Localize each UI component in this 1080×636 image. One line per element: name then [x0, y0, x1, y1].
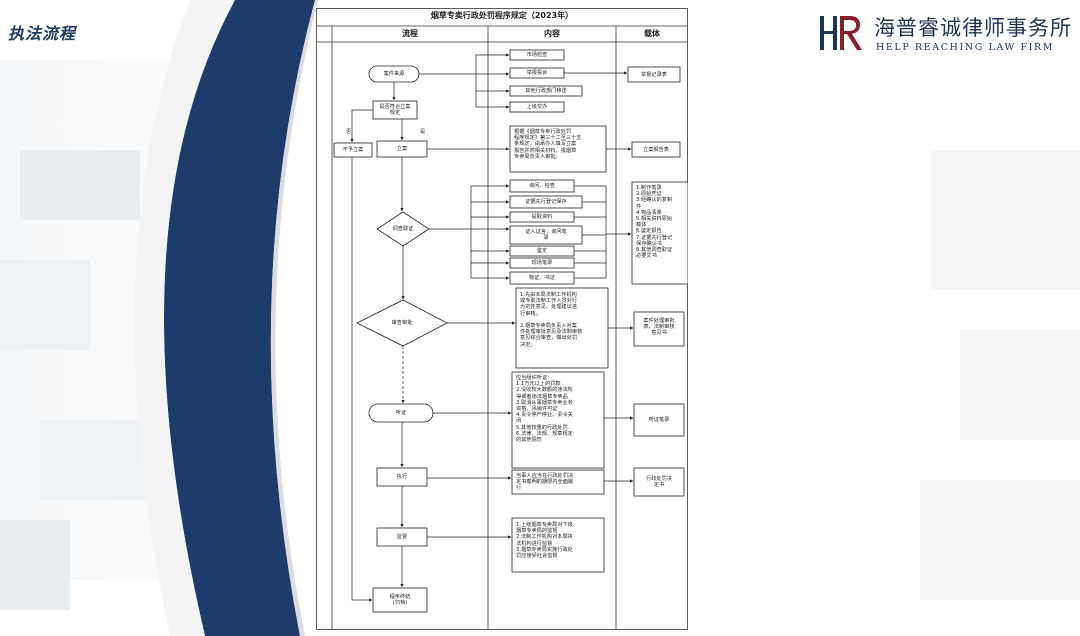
carrier-review-form: 案件处理审批 表、法制审核 意见书 [643, 318, 675, 337]
firm-name-english: HELP REACHING LAW FIRM [876, 42, 1055, 53]
blue-arc-inner [134, 0, 235, 636]
investigation-item: 证据先行登记保存 [525, 199, 567, 205]
hr-monogram-icon [820, 16, 862, 50]
carrier-penalty-decision: 行政处罚决 定书 [646, 476, 672, 489]
source-item: 市场检查 [526, 52, 548, 58]
review-text: 1.先由本局法制工作机构 或专职法制工作人员对行 为定性意见、处理建议进 行审核… [520, 292, 583, 348]
investigation-item: 询问、检查 [529, 183, 555, 189]
no-label: 否 [346, 129, 352, 135]
investigation-item: 现场笔录 [531, 260, 553, 266]
investigation-item: 鉴定 [536, 248, 548, 254]
column-header-carrier: 载体 [644, 29, 660, 38]
investigate-label: 调查取证 [392, 226, 414, 232]
frame [316, 8, 688, 630]
section-title: 执法流程 [8, 24, 77, 43]
end-node [372, 587, 428, 613]
carrier-hearing-record: 听证笔录 [648, 417, 670, 423]
supervise-label: 监督 [396, 534, 408, 540]
filing-text: 根据《烟草专卖行政处罚 程序规定》第三十二至三十五 条规定，由承办人填写立案 报… [514, 129, 582, 160]
source-item: 其他行政部门移送 [525, 88, 567, 94]
law-firm-logo: 海普睿诚律师事务所 HELP REACHING LAW FIRM [816, 10, 1078, 60]
flowchart: 烟草专卖行政处罚程序规定（2023年） 流程 内容 载体 案件来源 是否符合立案… [316, 8, 688, 630]
firm-name-chinese: 海普睿诚律师事务所 [874, 16, 1072, 40]
column-header-content: 内容 [544, 29, 560, 38]
column-header-process: 流程 [402, 29, 418, 38]
hearing-text: 应当组织听证： 1.1万元以上的罚款 2.没收较大数额的违法所 得或者违法烟草专… [516, 375, 573, 444]
yes-label: 是 [420, 129, 426, 135]
execute-label: 执行 [396, 474, 408, 480]
carrier-report-record: 举报记录表 [641, 72, 667, 78]
flowchart-title: 烟草专卖行政处罚程序规定（2023年） [430, 11, 574, 20]
review-label: 审查审批 [391, 320, 413, 326]
right-pale-panels [920, 150, 1080, 600]
source-item: 上级交办 [526, 104, 548, 110]
investigation-item: 物证、书证 [529, 275, 555, 281]
investigation-item: 提取资料 [531, 214, 553, 220]
no-case-label: 不予立案 [342, 147, 364, 153]
carrier-filing-report: 立案报告表 [643, 147, 669, 153]
case-source-label: 案件来源 [383, 71, 405, 77]
file-case-label: 立案 [396, 146, 408, 152]
blue-arc-outer [163, 0, 315, 636]
carrier-evidence-list: 1.制作笔录 2.原始凭证 3.经确认的复制 件 4.物品清单 5.相关资料原始… [636, 185, 673, 260]
end-label: 程序终结 (归档) [389, 594, 411, 607]
no-case-node [333, 142, 373, 158]
supervise-text: 1.上级烟草专卖局对下级 烟草专卖局的监督 2.法制工作机构对本局执 法机构进行… [516, 522, 573, 560]
investigation-item: 证人证言、询问笔 录 [525, 229, 567, 242]
source-item: 举报投诉 [526, 70, 548, 76]
criteria-label: 是否符合立案 规定 [379, 104, 411, 117]
flowchart-shapes [316, 8, 688, 630]
hearing-label: 听证 [395, 410, 407, 416]
execute-text: 当事人应当在行政处罚决 定书载明的期限内全面履 行 [516, 473, 574, 492]
